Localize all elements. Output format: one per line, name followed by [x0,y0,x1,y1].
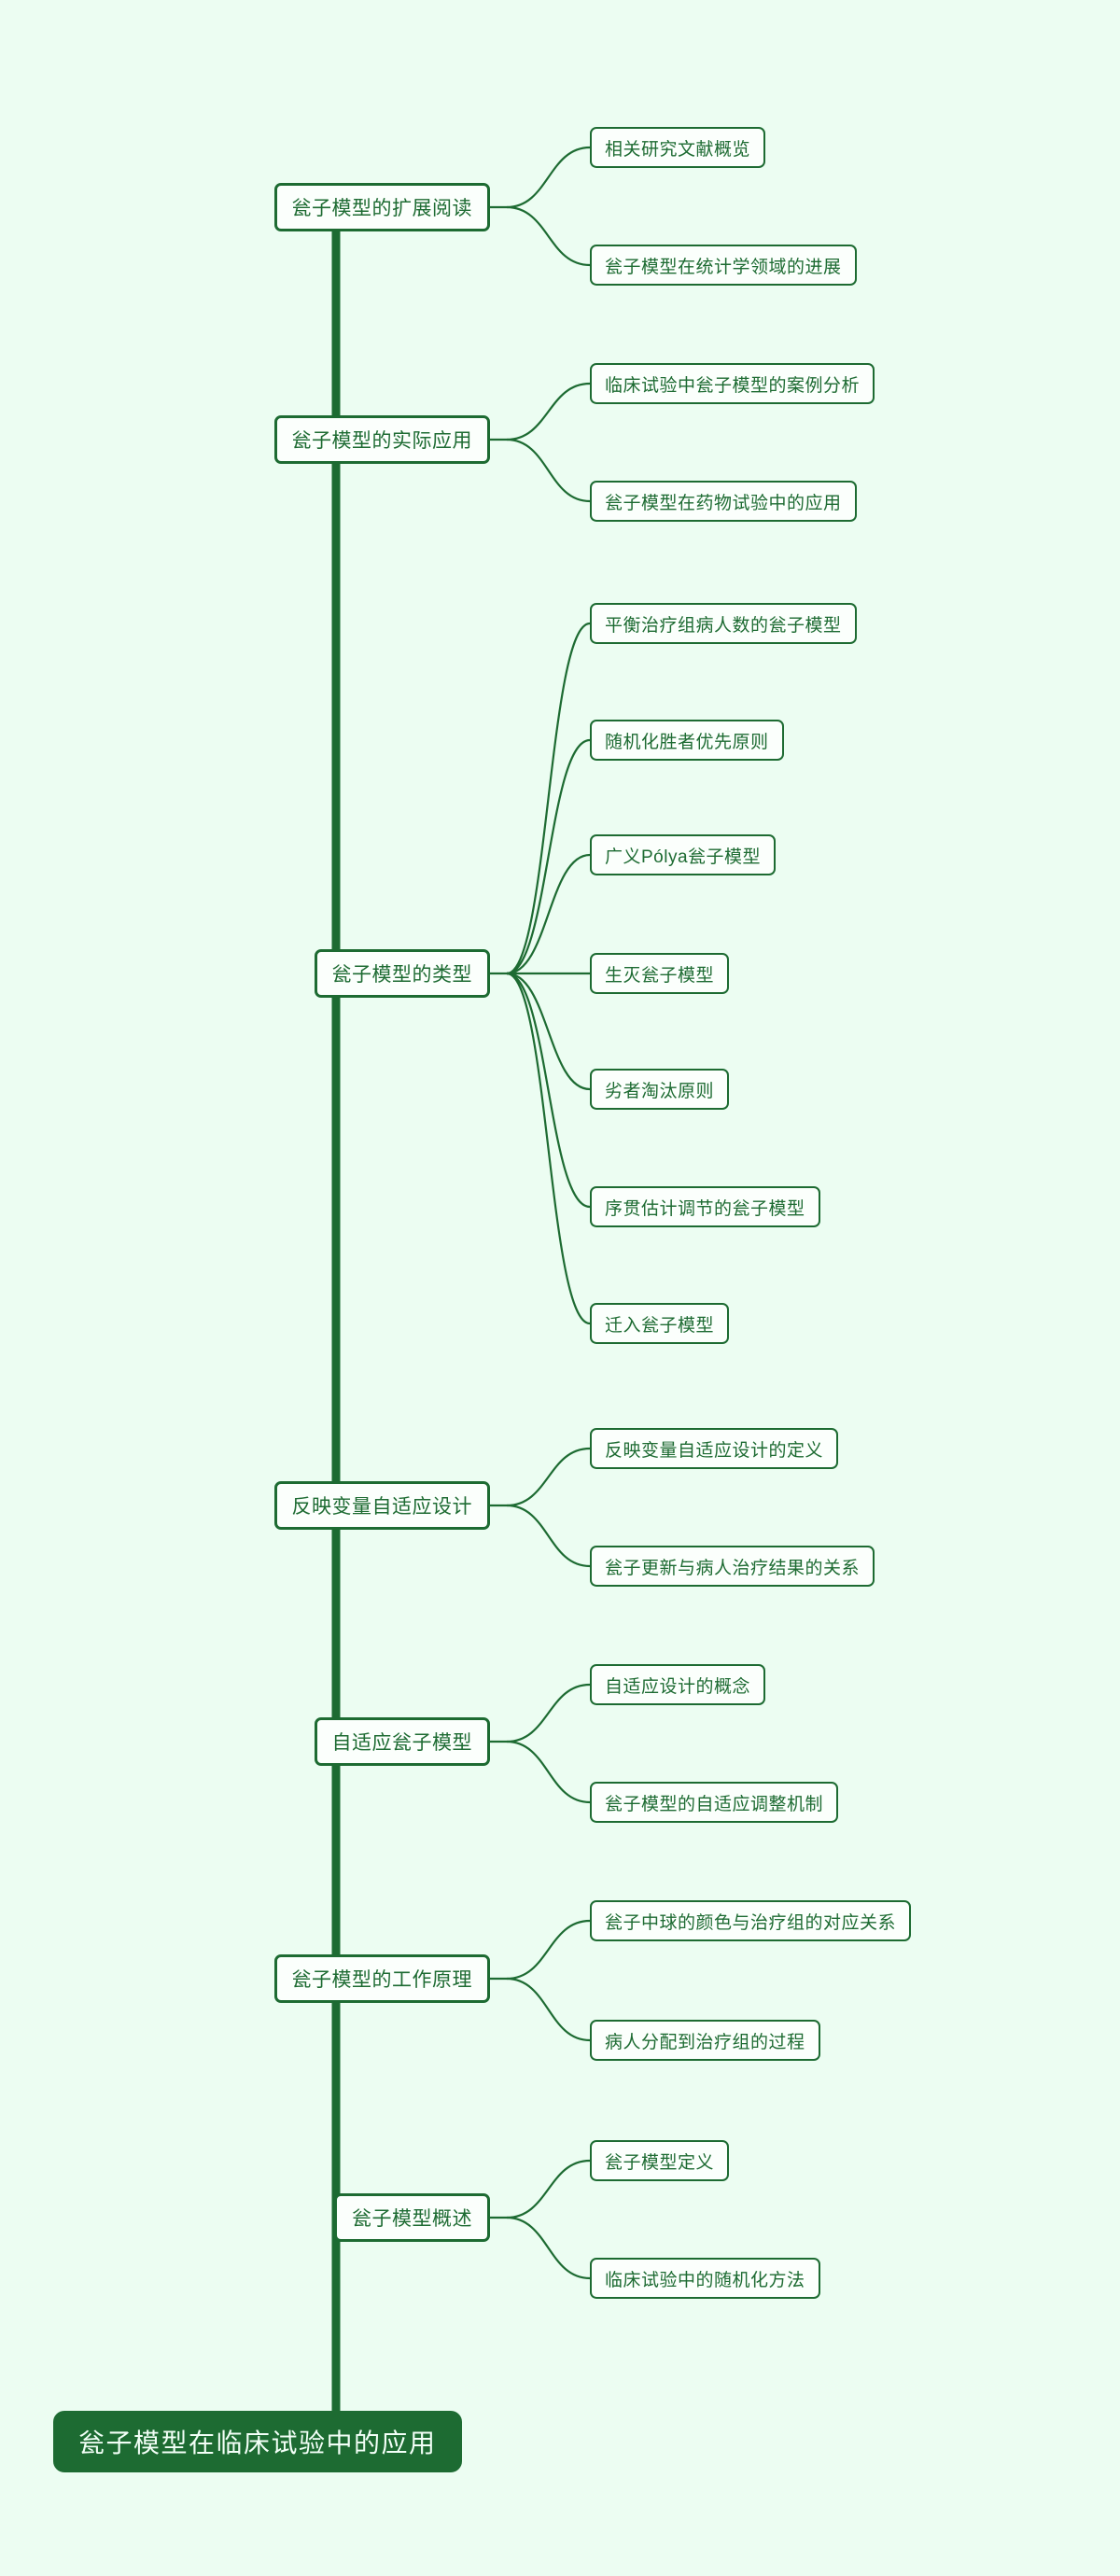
mindmap-connector [506,438,591,503]
mindmap-connector [506,1504,591,1568]
branch-node-5-label: 瓮子模型的工作原理 [291,1969,472,1991]
leaf-node-5-0-label: 瓮子中球的颜色与治疗组的对应关系 [605,1912,897,1933]
leaf-node-2-2-label: 广义Pólya瓮子模型 [605,847,762,867]
leaf-node-5-0[interactable]: 瓮子中球的颜色与治疗组的对应关系 [590,1900,912,1941]
mindmap-connector [506,1683,591,1743]
leaf-node-2-1-label: 随机化胜者优先原则 [605,732,769,752]
branch-node-5[interactable]: 瓮子模型的工作原理 [273,1954,490,2003]
mindmap-connector [506,1919,591,1981]
leaf-node-4-0-label: 自适应设计的概念 [605,1676,751,1697]
leaf-node-5-1[interactable]: 病人分配到治疗组的过程 [590,2020,820,2061]
leaf-node-3-1-label: 瓮子更新与病人治疗结果的关系 [605,1558,861,1578]
leaf-node-2-0[interactable]: 平衡治疗组病人数的瓮子模型 [590,603,857,644]
leaf-node-6-1-label: 临床试验中的随机化方法 [605,2270,805,2290]
mindmap-connector [506,205,591,267]
leaf-node-2-5[interactable]: 序贯估计调节的瓮子模型 [590,1186,820,1227]
leaf-node-1-0[interactable]: 临床试验中瓮子模型的案例分析 [590,363,875,404]
leaf-node-3-0-label: 反映变量自适应设计的定义 [605,1440,824,1461]
leaf-node-4-1-label: 瓮子模型的自适应调整机制 [605,1794,824,1814]
leaf-node-0-1[interactable]: 瓮子模型在统计学领域的进展 [590,245,857,286]
mindmap-connector [506,146,591,209]
leaf-node-2-0-label: 平衡治疗组病人数的瓮子模型 [605,615,842,636]
mindmap-connector [506,972,591,1325]
leaf-node-3-0[interactable]: 反映变量自适应设计的定义 [590,1428,839,1469]
mindmap-connector [506,853,591,975]
leaf-node-0-0[interactable]: 相关研究文献概览 [590,127,766,168]
leaf-node-2-3[interactable]: 生灭瓮子模型 [590,953,730,994]
mindmap-connector [506,622,591,975]
leaf-node-2-6-label: 迁入瓮子模型 [605,1315,715,1336]
branch-node-6[interactable]: 瓮子模型概述 [334,2193,490,2242]
root-node[interactable]: 瓮子模型在临床试验中的应用 [53,2411,462,2472]
branch-node-2-label: 瓮子模型的类型 [331,964,472,986]
branch-node-0-label: 瓮子模型的扩展阅读 [291,198,472,219]
branch-node-1[interactable]: 瓮子模型的实际应用 [273,415,490,464]
leaf-node-0-0-label: 相关研究文献概览 [605,139,751,160]
leaf-node-1-1[interactable]: 瓮子模型在药物试验中的应用 [590,481,857,522]
branch-node-6-label: 瓮子模型概述 [352,2208,472,2230]
leaf-node-2-3-label: 生灭瓮子模型 [605,965,715,986]
mindmap-connector [506,972,591,1091]
branch-node-4-label: 自适应瓮子模型 [331,1732,472,1754]
leaf-node-1-1-label: 瓮子模型在药物试验中的应用 [605,493,842,513]
mindmap-connector [506,972,591,1209]
leaf-node-2-4-label: 劣者淘汰原则 [605,1081,715,1101]
leaf-node-6-1[interactable]: 临床试验中的随机化方法 [590,2258,820,2299]
leaf-node-2-4[interactable]: 劣者淘汰原则 [590,1069,730,1110]
mindmap-connector [506,1447,591,1507]
leaf-node-4-0[interactable]: 自适应设计的概念 [590,1664,766,1705]
leaf-node-1-0-label: 临床试验中瓮子模型的案例分析 [605,375,861,396]
branch-node-0[interactable]: 瓮子模型的扩展阅读 [273,183,490,231]
mindmap-connector [506,1740,591,1804]
leaf-node-2-5-label: 序贯估计调节的瓮子模型 [605,1198,805,1219]
mindmap-connector [506,738,591,975]
leaf-node-5-1-label: 病人分配到治疗组的过程 [605,2032,805,2052]
branch-node-3[interactable]: 反映变量自适应设计 [273,1481,490,1530]
root-node-label: 瓮子模型在临床试验中的应用 [78,2429,437,2457]
leaf-node-2-2[interactable]: 广义Pólya瓮子模型 [590,834,777,875]
branch-node-1-label: 瓮子模型的实际应用 [291,430,472,452]
leaf-node-2-6[interactable]: 迁入瓮子模型 [590,1303,730,1344]
leaf-node-6-0-label: 瓮子模型定义 [605,2152,715,2173]
mindmap-connector [506,1977,591,2042]
leaf-node-0-1-label: 瓮子模型在统计学领域的进展 [605,257,842,277]
mindmap-connector [506,2159,591,2219]
branch-node-3-label: 反映变量自适应设计 [291,1496,472,1518]
leaf-node-4-1[interactable]: 瓮子模型的自适应调整机制 [590,1782,839,1823]
mindmap-connector [506,2216,591,2280]
branch-node-2[interactable]: 瓮子模型的类型 [314,949,490,998]
branch-node-4[interactable]: 自适应瓮子模型 [314,1717,490,1766]
leaf-node-6-0[interactable]: 瓮子模型定义 [590,2140,730,2181]
mindmap-connector [506,382,591,441]
leaf-node-3-1[interactable]: 瓮子更新与病人治疗结果的关系 [590,1546,875,1587]
leaf-node-2-1[interactable]: 随机化胜者优先原则 [590,720,784,761]
